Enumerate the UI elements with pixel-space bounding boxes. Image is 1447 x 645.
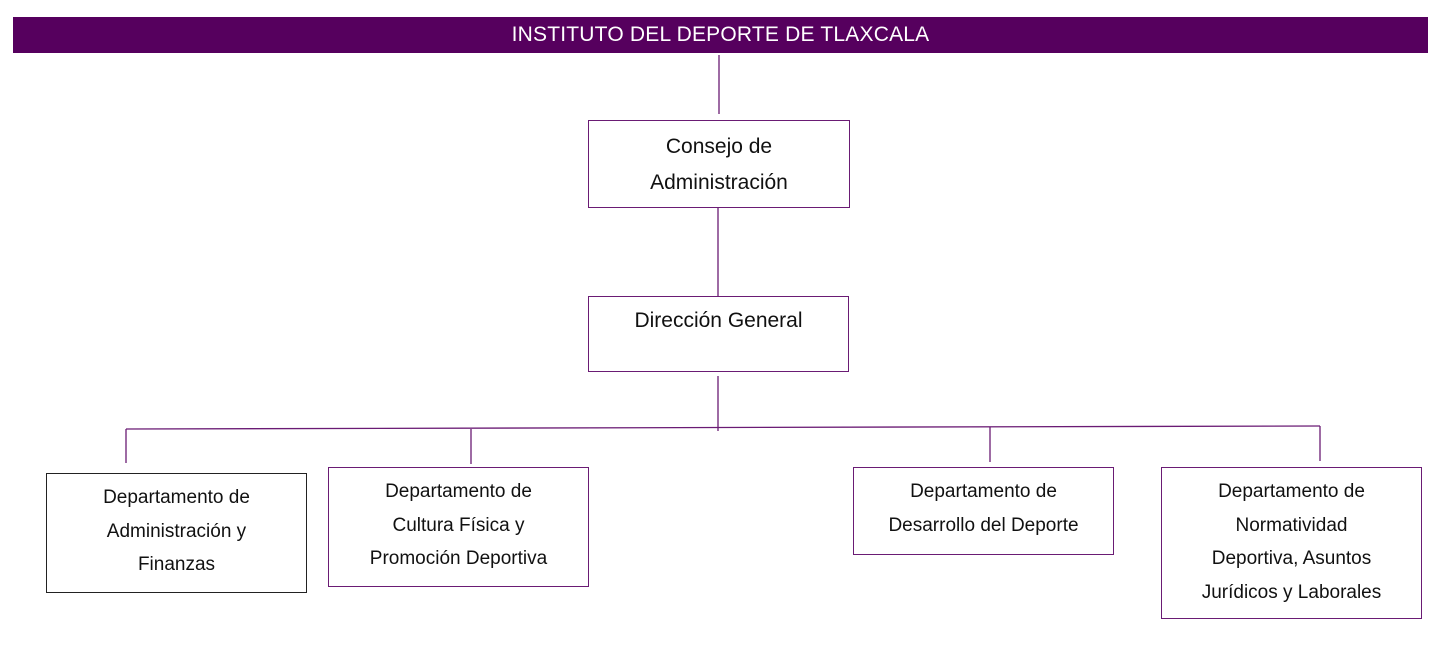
node-label-line: Finanzas <box>137 554 216 575</box>
node-label-line: Administración <box>650 171 788 194</box>
node-departamento-cultura-fisica: Departamento de Cultura Física y Promoci… <box>328 467 589 587</box>
node-departamento-administracion-finanzas: Departamento de Administración y Finanza… <box>46 473 307 593</box>
node-label-line: Departamento de <box>910 481 1057 502</box>
node-consejo-de-administracion: Consejo de Administración <box>588 120 850 208</box>
node-label-line: Departamento de <box>1218 481 1365 502</box>
node-label-line: Normatividad <box>1235 514 1348 536</box>
node-label-line: Administración y <box>106 520 247 542</box>
node-label-line: Promoción Deportiva <box>369 548 548 569</box>
node-label-line: Consejo de <box>665 135 773 158</box>
node-departamento-normatividad: Departamento de Normatividad Deportiva, … <box>1161 467 1422 619</box>
org-title: INSTITUTO DEL DEPORTE DE TLAXCALA <box>511 23 930 46</box>
connector-horizontal-bus <box>125 425 1321 430</box>
node-label-line: Cultura Física y <box>392 514 525 536</box>
node-label-line: Deportiva, Asuntos <box>1211 548 1372 569</box>
node-label-line: Jurídicos y Laborales <box>1201 581 1382 603</box>
node-label-line: Departamento de <box>385 481 532 502</box>
node-label-line: Desarrollo del Deporte <box>888 514 1079 536</box>
node-label-line: Dirección General <box>634 309 803 332</box>
node-departamento-desarrollo-deporte: Departamento de Desarrollo del Deporte <box>853 467 1114 555</box>
node-label-line: Departamento de <box>103 487 250 508</box>
org-title-banner: INSTITUTO DEL DEPORTE DE TLAXCALA <box>13 17 1428 53</box>
node-direccion-general: Dirección General <box>588 296 849 372</box>
